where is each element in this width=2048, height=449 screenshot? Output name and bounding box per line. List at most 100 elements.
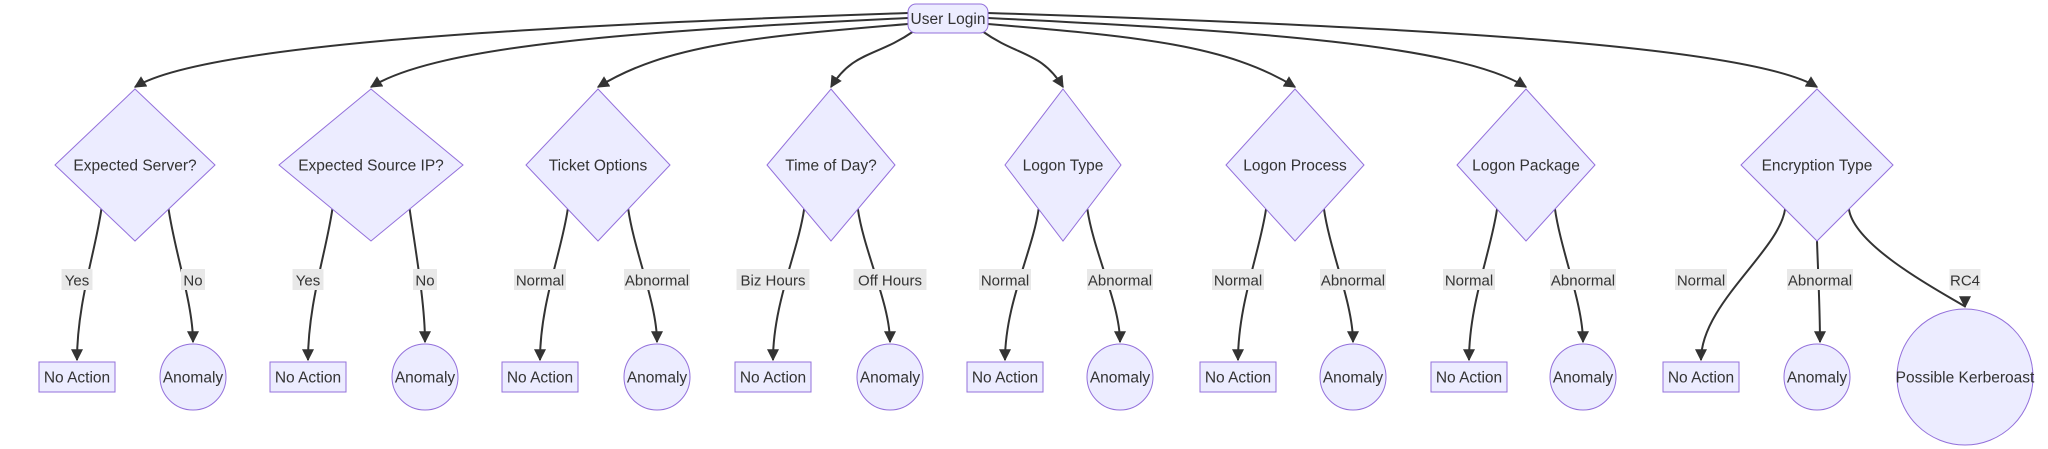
- node-anomaly: Anomaly: [856, 343, 924, 411]
- edge-label-encryption-type-abnormal-bg: [1787, 269, 1853, 290]
- edge-label-time-of-day-biz-hours-bg: [736, 269, 810, 290]
- decision-encryption-type: Encryption Type: [1740, 88, 1894, 242]
- edge-root-to-logon-type: [981, 30, 1064, 89]
- edge-label-expected-source-ip-yes-bg: [292, 269, 324, 290]
- outcome-shape: [501, 361, 579, 393]
- edge-label-encryption-type-normal-bg: [1675, 269, 1727, 290]
- edge-label-encryption-type-rc4: RC4: [1950, 272, 1980, 289]
- edge-label-expected-server-no-bg: [181, 269, 205, 290]
- edge-label-logon-package-normal: Normal: [1445, 272, 1493, 289]
- outcome-label: Possible Kerberoast: [1896, 370, 2035, 387]
- node-no-action: No Action: [269, 361, 347, 393]
- root-label: User Login: [911, 11, 986, 28]
- decision-time-of-day: Time of Day?: [766, 88, 896, 242]
- outcome-shape: [1896, 308, 2034, 446]
- edge-label-logon-package-abnormal-bg: [1550, 269, 1616, 290]
- outcome-label: Anomaly: [860, 370, 921, 387]
- edge-label-logon-process-normal-bg: [1212, 269, 1264, 290]
- outcome-shape: [269, 361, 347, 393]
- outcome-shape: [391, 343, 459, 411]
- node-anomaly: Anomaly: [159, 343, 227, 411]
- edge-label-encryption-type-normal: Normal: [1677, 272, 1725, 289]
- outcome-shape: [1199, 361, 1277, 393]
- node-anomaly: Anomaly: [623, 343, 691, 411]
- decision-shape: [1456, 88, 1596, 242]
- edge-encryption-type-rc4: [1847, 208, 1971, 309]
- edge-root-to-encryption-type: [987, 12, 1819, 88]
- edge-root-to-logon-package: [987, 17, 1528, 88]
- outcome-label: No Action: [1436, 370, 1502, 387]
- outcome-label: No Action: [275, 370, 341, 387]
- outcome-label: Anomaly: [395, 370, 456, 387]
- decision-label: Ticket Options: [549, 158, 648, 175]
- decision-shape: [766, 88, 896, 242]
- decision-shape: [1004, 88, 1122, 242]
- outcome-shape: [623, 343, 691, 411]
- outcome-label: Anomaly: [1090, 370, 1151, 387]
- decision-label: Logon Package: [1472, 158, 1580, 175]
- outcome-label: Anomaly: [1323, 370, 1384, 387]
- outcome-label: No Action: [507, 370, 573, 387]
- edge-label-ticket-options-abnormal: Abnormal: [625, 272, 689, 289]
- edge-label-logon-type-abnormal-bg: [1087, 269, 1153, 290]
- edge-label-logon-type-normal-bg: [979, 269, 1031, 290]
- decision-label: Logon Process: [1243, 158, 1347, 175]
- outcome-label: Anomaly: [1553, 370, 1614, 387]
- edge-label-logon-process-abnormal: Abnormal: [1321, 272, 1385, 289]
- node-no-action: No Action: [1662, 361, 1740, 393]
- edge-label-expected-server-yes: Yes: [65, 272, 89, 289]
- edge-root-to-time-of-day: [830, 30, 915, 89]
- node-no-action: No Action: [501, 361, 579, 393]
- node-no-action: No Action: [966, 361, 1044, 393]
- outcome-label: Anomaly: [163, 370, 224, 387]
- outcome-shape: [1549, 343, 1617, 411]
- edge-label-ticket-options-abnormal-bg: [624, 269, 690, 290]
- edge-label-logon-process-abnormal-bg: [1320, 269, 1386, 290]
- node-anomaly: Anomaly: [1549, 343, 1617, 411]
- decision-logon-process: Logon Process: [1225, 88, 1365, 242]
- edge-label-logon-type-normal: Normal: [981, 272, 1029, 289]
- node-anomaly: Anomaly: [1319, 343, 1387, 411]
- edge-label-expected-server-yes-bg: [61, 269, 93, 290]
- decision-logon-type: Logon Type: [1004, 88, 1122, 242]
- edge-label-time-of-day-off-hours-bg: [853, 269, 927, 290]
- outcome-shape: [1430, 361, 1508, 393]
- root-shape: [907, 3, 989, 34]
- outcome-shape: [38, 361, 116, 393]
- node-no-action: No Action: [38, 361, 116, 393]
- edge-label-expected-server-no: No: [183, 272, 202, 289]
- edge-label-logon-type-abnormal: Abnormal: [1088, 272, 1152, 289]
- edge-encryption-type-abnormal: [1813, 240, 1826, 344]
- outcome-shape: [1662, 361, 1740, 393]
- decision-ticket-options: Ticket Options: [525, 88, 671, 242]
- edge-label-logon-package-normal-bg: [1443, 269, 1495, 290]
- edge-label-encryption-type-abnormal: Abnormal: [1788, 272, 1852, 289]
- outcome-label: Anomaly: [1787, 370, 1848, 387]
- outcome-label: No Action: [44, 370, 110, 387]
- edge-label-logon-process-normal: Normal: [1214, 272, 1262, 289]
- decision-label: Expected Server?: [73, 158, 197, 175]
- node-anomaly: Anomaly: [1783, 343, 1851, 411]
- node-no-action: No Action: [1430, 361, 1508, 393]
- edge-label-expected-source-ip-no-bg: [413, 269, 437, 290]
- outcome-shape: [856, 343, 924, 411]
- edge-label-expected-source-ip-no: No: [415, 272, 434, 289]
- decision-expected-server: Expected Server?: [54, 88, 216, 242]
- decision-expected-source-ip: Expected Source IP?: [278, 88, 464, 242]
- edge-encryption-type-normal: [1695, 208, 1787, 362]
- decision-label: Logon Type: [1023, 158, 1104, 175]
- outcome-label: No Action: [1205, 370, 1271, 387]
- outcome-shape: [1086, 343, 1154, 411]
- decision-label: Expected Source IP?: [298, 158, 444, 175]
- edge-root-to-expected-server: [133, 12, 909, 88]
- node-user-login: User Login: [907, 3, 989, 34]
- decision-shape: [54, 88, 216, 242]
- edge-label-encryption-type-rc4-bg: [1949, 269, 1981, 290]
- node-anomaly: Anomaly: [1086, 343, 1154, 411]
- edge-root-to-expected-source-ip: [369, 17, 909, 88]
- outcome-shape: [1319, 343, 1387, 411]
- edge-label-time-of-day-biz-hours: Biz Hours: [740, 272, 805, 289]
- edge-label-ticket-options-normal: Normal: [516, 272, 564, 289]
- edge-label-logon-package-abnormal: Abnormal: [1551, 272, 1615, 289]
